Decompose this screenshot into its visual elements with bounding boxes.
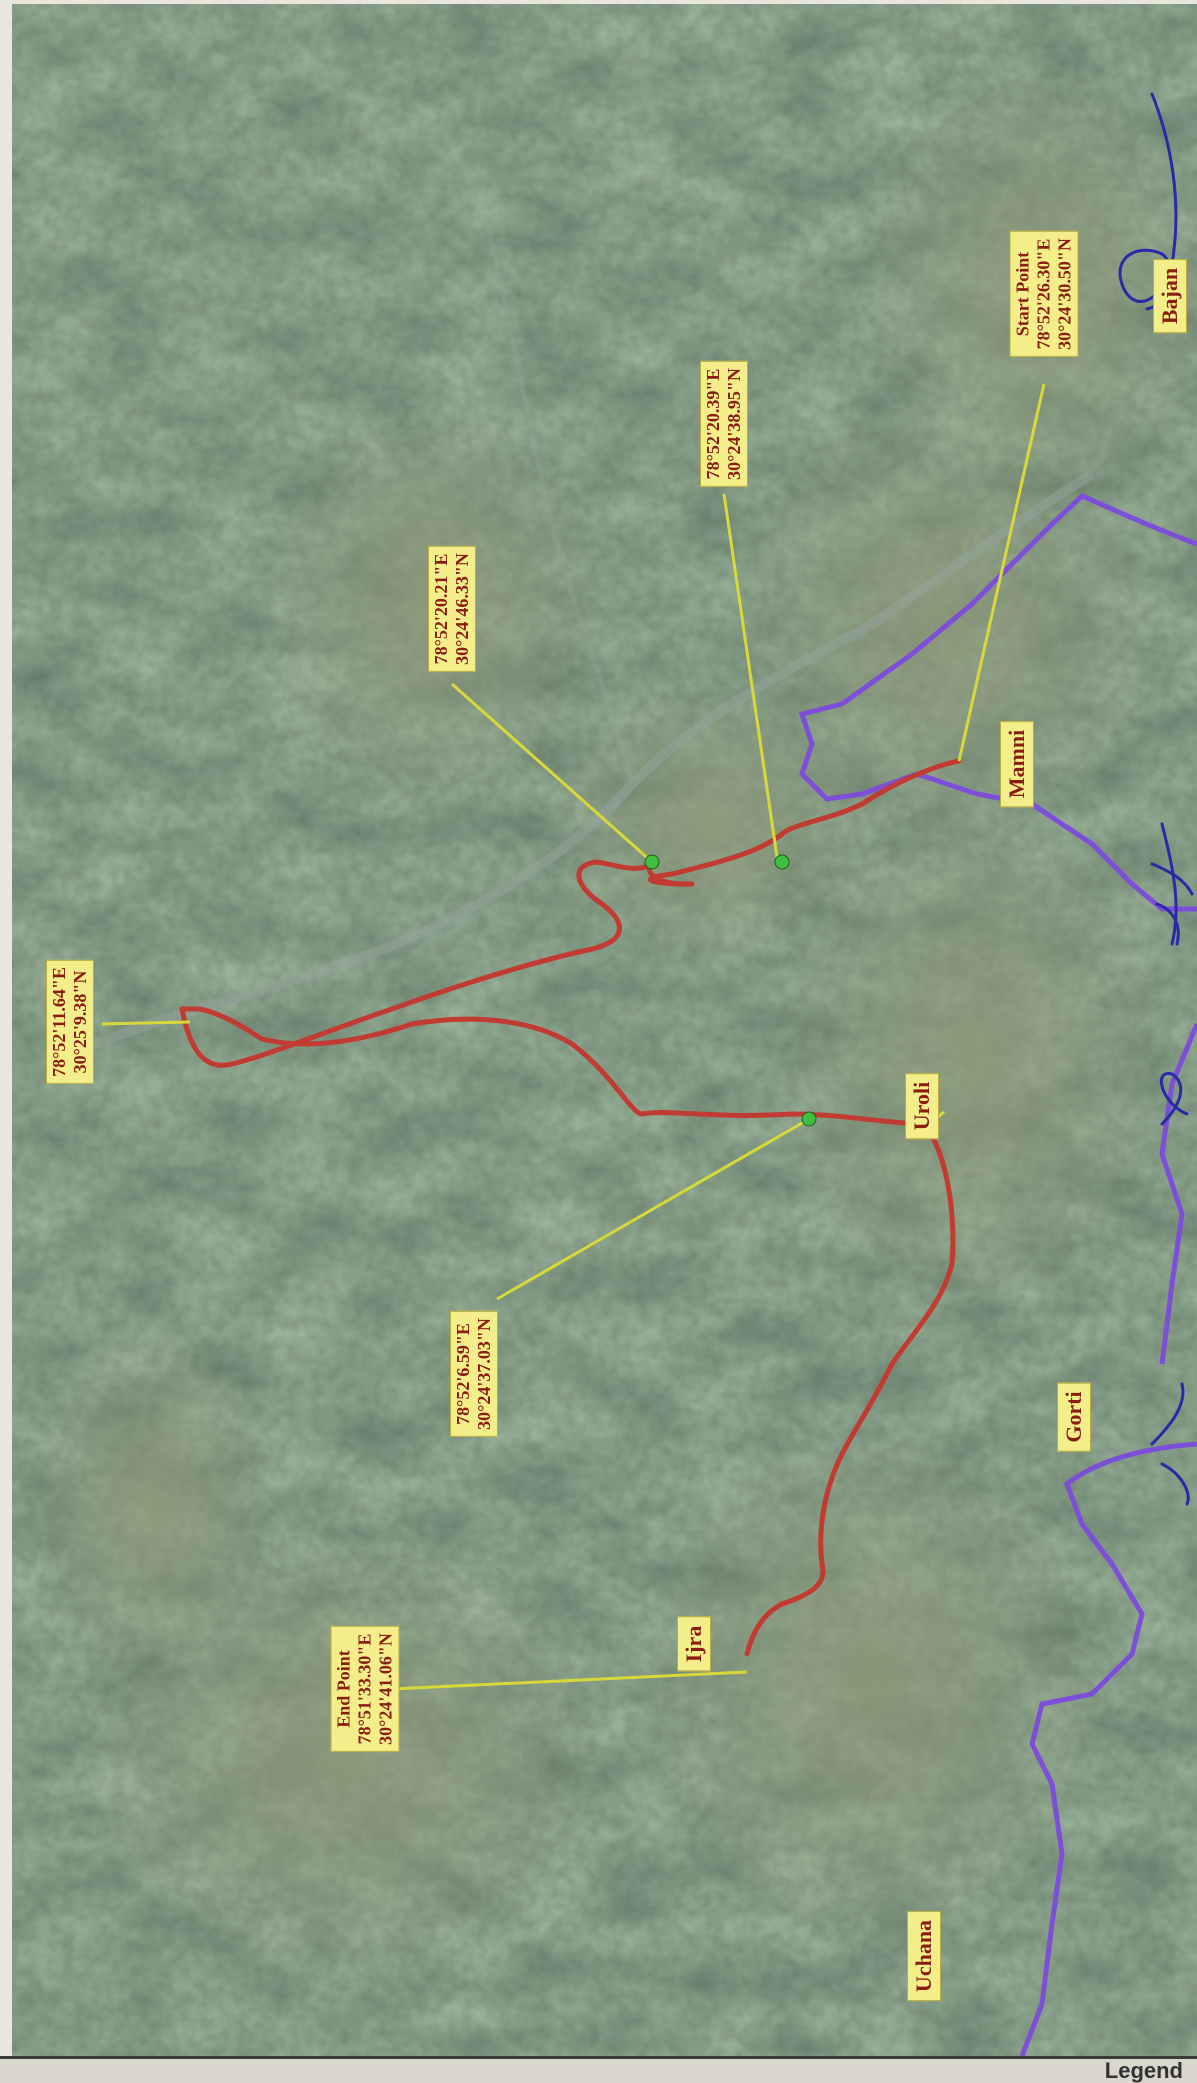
- coordinate-label[interactable]: Start Point 78°52'26.30"E 30°24'30.50"N: [1009, 231, 1079, 357]
- boundary-lines: [798, 493, 1197, 2056]
- coordinate-label-line: 78°52'26.30"E: [1033, 238, 1054, 350]
- coordinate-label-line: 78°52'20.39"E: [703, 368, 723, 480]
- satellite-map[interactable]: Start Point 78°52'26.30"E 30°24'30.50"N …: [12, 4, 1197, 2056]
- coordinate-label-line: 78°52'11.64"E: [49, 967, 69, 1077]
- village-label[interactable]: Mamni: [1000, 720, 1034, 808]
- map-canvas[interactable]: [12, 4, 1197, 2056]
- coordinate-label[interactable]: End Point 78°51'33.30"E 30°24'41.06"N: [330, 1626, 400, 1752]
- waypoint-dot-icon[interactable]: [801, 1111, 817, 1127]
- river: [69, 203, 1095, 1059]
- coordinate-label-line: 30°24'37.03"N: [474, 1318, 494, 1430]
- coordinate-label-line: 30°24'41.06"N: [375, 1633, 396, 1745]
- legend-strip: Legend: [0, 2056, 1197, 2083]
- coordinate-label-line: 30°24'46.33"N: [452, 553, 472, 665]
- leader-lines: [101, 383, 1046, 1691]
- trek-route: [179, 758, 962, 1657]
- waypoints: [644, 854, 817, 1127]
- coordinate-label[interactable]: 78°52'20.39"E 30°24'38.95"N: [700, 361, 748, 487]
- coordinate-label[interactable]: 78°52'6.59"E 30°24'37.03"N: [450, 1311, 498, 1437]
- coordinate-label[interactable]: 78°52'11.64"E 30°25'9.38"N: [46, 960, 94, 1084]
- coordinate-label[interactable]: 78°52'20.21"E 30°24'46.33"N: [428, 546, 476, 672]
- village-label[interactable]: Uchana: [907, 1910, 941, 2002]
- legend-label: Legend: [1104, 2058, 1183, 2083]
- coordinate-label-line: 78°51'33.30"E: [354, 1633, 375, 1745]
- coordinate-label-line: Start Point: [1012, 251, 1033, 337]
- coordinate-label-line: End Point: [333, 1650, 354, 1728]
- village-label[interactable]: Bajan: [1153, 258, 1187, 334]
- waypoint-dot-icon[interactable]: [644, 854, 660, 870]
- coordinate-label-line: 30°24'38.95"N: [724, 368, 744, 480]
- village-label[interactable]: Gorti: [1057, 1382, 1091, 1452]
- village-label[interactable]: Uroli: [905, 1072, 939, 1140]
- coordinate-label-line: 30°25'9.38"N: [70, 970, 90, 1074]
- coordinate-label-line: 78°52'20.21"E: [431, 553, 451, 665]
- waypoint-dot-icon[interactable]: [774, 854, 790, 870]
- coordinate-label-line: 30°24'30.50"N: [1054, 238, 1075, 350]
- village-label[interactable]: Ijra: [677, 1616, 711, 1672]
- coordinate-label-line: 78°52'6.59"E: [453, 1323, 473, 1425]
